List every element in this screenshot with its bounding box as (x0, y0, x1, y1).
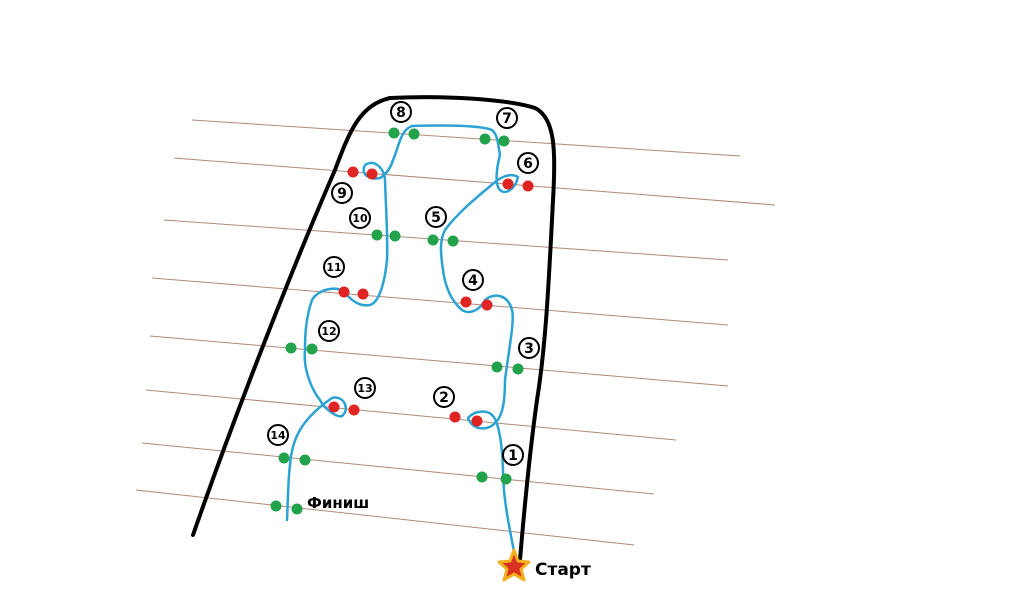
green-buoy (491, 361, 503, 373)
gate-badge-13: 13 (354, 377, 376, 399)
green-buoy (500, 473, 512, 485)
guide-lines (135, 119, 776, 546)
green-buoy (299, 454, 311, 466)
red-buoy (366, 168, 378, 180)
gate-badge-5: 5 (425, 206, 447, 228)
star-icon (497, 548, 531, 582)
green-buoy (512, 363, 524, 375)
gate-badge-4: 4 (462, 269, 484, 291)
green-buoy (278, 452, 290, 464)
gate-badge-3: 3 (518, 337, 540, 359)
gate-badge-8: 8 (390, 101, 412, 123)
red-buoy (502, 178, 514, 190)
gate-numbers: 1 2 3 4 5 6 7 8 (267, 101, 540, 466)
red-buoy (449, 411, 461, 423)
gate-number: 7 (502, 111, 512, 127)
guide-line (163, 219, 729, 261)
guide-line (145, 389, 677, 441)
guide-line (173, 157, 776, 206)
course-route (285, 124, 520, 564)
guide-line (149, 335, 729, 387)
gate-number: 9 (337, 186, 347, 202)
gate-number: 12 (321, 325, 336, 338)
green-buoy (479, 133, 491, 145)
gate-number: 14 (270, 429, 286, 442)
green-buoy (389, 230, 401, 242)
red-buoy (357, 288, 369, 300)
gate-number: 5 (431, 210, 441, 226)
gate-number: 1 (508, 448, 518, 464)
red-buoy (471, 415, 483, 427)
red-buoy (328, 401, 340, 413)
green-buoy (291, 503, 303, 515)
guide-line (135, 489, 635, 546)
green-buoy (447, 235, 459, 247)
green-buoy (427, 234, 439, 246)
markers (270, 127, 534, 515)
red-buoy (348, 404, 360, 416)
green-buoy (498, 135, 510, 147)
red-buoy (481, 299, 493, 311)
gate-badge-7: 7 (496, 107, 518, 129)
finish-label: Финиш (307, 494, 369, 512)
gate-badge-6: 6 (517, 152, 539, 174)
green-buoy (306, 343, 318, 355)
gate-number: 11 (326, 261, 341, 274)
guide-line (141, 442, 655, 495)
guide-line (151, 277, 729, 326)
gate-number: 2 (439, 390, 449, 406)
red-buoy (522, 180, 534, 192)
gate-number: 3 (524, 341, 534, 357)
gate-number: 6 (523, 156, 533, 172)
green-buoy (285, 342, 297, 354)
gate-number: 10 (352, 212, 368, 225)
gate-badge-1: 1 (502, 444, 524, 466)
red-buoy (347, 166, 359, 178)
gate-badge-2: 2 (433, 386, 455, 408)
gate-number: 8 (396, 105, 406, 121)
gate-number: 4 (468, 273, 478, 289)
guide-line (191, 119, 741, 157)
gate-badge-12: 12 (318, 320, 340, 342)
green-buoy (371, 229, 383, 241)
course-boundary (191, 95, 557, 562)
green-buoy (388, 127, 400, 139)
gate-badge-9: 9 (331, 182, 353, 204)
gate-badge-10: 10 (349, 207, 371, 229)
red-buoy (338, 286, 350, 298)
green-buoy (408, 128, 420, 140)
gate-badge-11: 11 (323, 256, 345, 278)
gate-badge-14: 14 (267, 424, 289, 446)
start-label: Старт (535, 560, 591, 580)
green-buoy (476, 471, 488, 483)
red-buoy (460, 296, 472, 308)
gate-number: 13 (357, 382, 372, 395)
green-buoy (270, 500, 282, 512)
